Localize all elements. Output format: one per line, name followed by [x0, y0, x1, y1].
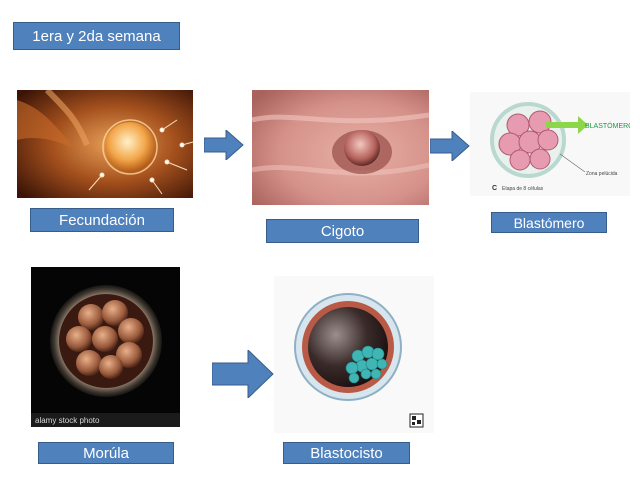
label-fecundacion: Fecundación: [30, 208, 174, 232]
morula-image: alamy stock photo: [31, 267, 180, 427]
blastomero-image: BLASTÓMEROS Zona pelúcida C Etapa de 8 c…: [470, 92, 630, 196]
label-cigoto: Cigoto: [266, 219, 419, 243]
arrow-right-icon: [212, 350, 274, 398]
arrow-right-icon: [204, 130, 244, 160]
annotation-zona-pelucida: Zona pelúcida: [586, 171, 618, 177]
annotation-blastomeros: BLASTÓMEROS: [585, 121, 630, 130]
morula-watermark: alamy stock photo: [35, 416, 100, 425]
arrow-right-icon: [430, 131, 470, 161]
page-title: 1era y 2da semana: [13, 22, 180, 50]
blastocisto-image: [274, 276, 434, 433]
label-morula: Morúla: [38, 442, 174, 464]
fecundacion-image: [17, 90, 193, 198]
caption: Etapa de 8 células: [502, 186, 544, 192]
label-blastomero: Blastómero: [491, 212, 607, 233]
caption-letter: C: [492, 185, 497, 192]
label-blastocisto: Blastocisto: [283, 442, 410, 464]
cigoto-image: [252, 90, 429, 205]
